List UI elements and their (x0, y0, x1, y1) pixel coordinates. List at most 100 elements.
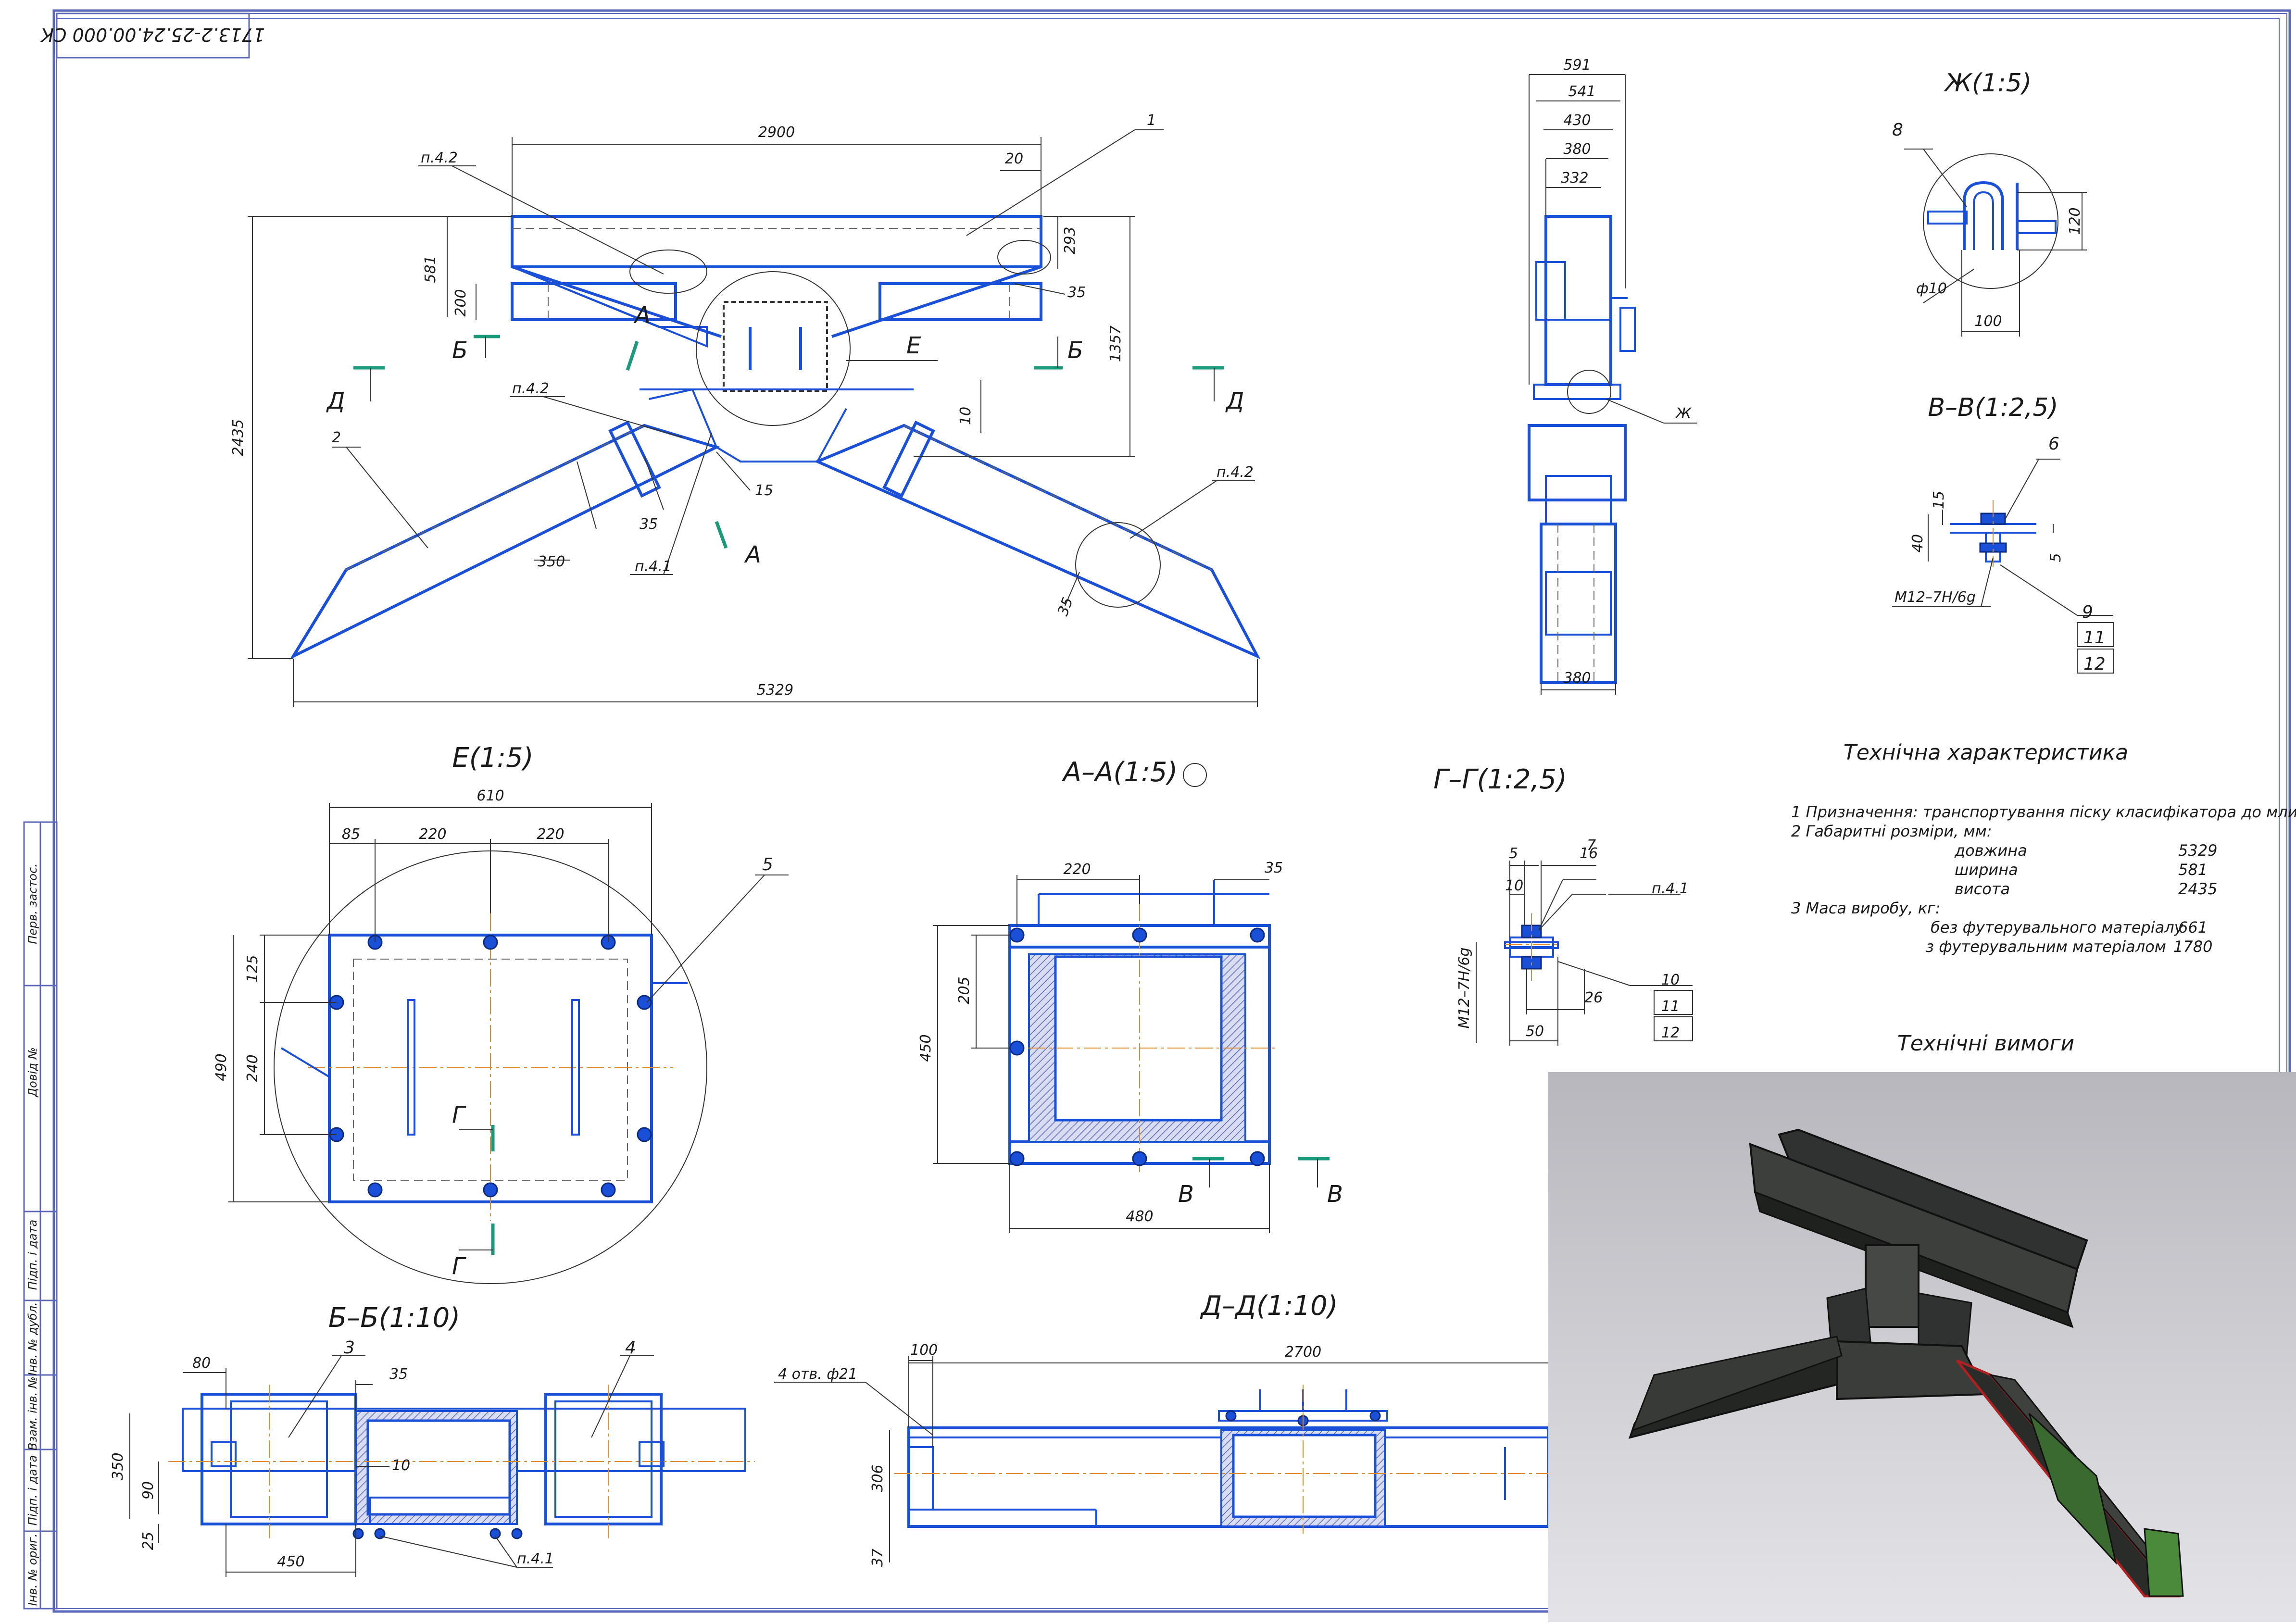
mark-G-top: Г (452, 1101, 466, 1128)
dim-5329: 5329 (757, 682, 793, 699)
dim-125: 125 (244, 955, 261, 982)
dim-240: 240 (244, 1054, 261, 1082)
note-holes: 4 отв. ф21 (778, 1366, 857, 1383)
view-gg-dims: 5 16 10 п.4.1 26 50 М12–7Н/6g 7 10 11 12 (1456, 837, 1693, 1046)
bolt-pattern-e (329, 935, 652, 1198)
dim-450: 450 (917, 1034, 934, 1062)
dim-10: 10 (957, 407, 974, 425)
dim-200: 200 (452, 289, 469, 316)
view-zh-dims: 120 ф10 100 (1916, 192, 2087, 337)
dim-25: 25 (140, 1532, 157, 1550)
dim-35e: 35 (389, 1366, 408, 1383)
tech-mass-value-1: 661 (2178, 918, 2208, 937)
dim-380b: 380 (1563, 670, 1591, 687)
dim-10c: 10 (392, 1457, 410, 1474)
note-p42-b: п.4.2 (512, 380, 549, 397)
sheet-frame (52, 9, 2291, 1613)
dim-35d: 35 (1265, 860, 1283, 876)
dim-541: 541 (1568, 83, 1595, 100)
side-label-3: Підп. і дата (26, 1220, 39, 1290)
mark-V-left: В (1178, 1181, 1194, 1208)
side-strip (23, 821, 58, 1610)
note-p42-a: п.4.2 (421, 150, 458, 166)
mark-E: Е (906, 332, 921, 359)
mark-B-left: Б (452, 337, 468, 364)
tech-mass-label-1: без футерувального матеріалу (1931, 918, 2184, 937)
dim-1357: 1357 (1107, 325, 1124, 362)
note-p42-c: п.4.2 (1217, 464, 1254, 481)
dim-480: 480 (1126, 1208, 1153, 1225)
mark-Zh: Ж (1675, 405, 1692, 422)
view-gg: Г–Г(1:2,5) (1433, 764, 1567, 981)
dim-350: 350 (538, 553, 565, 570)
dim-591: 591 (1563, 57, 1591, 74)
dim-f10: ф10 (1916, 280, 1947, 297)
dim-35b: 35 (640, 516, 658, 533)
rotation-icon (1183, 763, 1207, 787)
leader-9: 9 (2082, 602, 2093, 622)
mark-A-top: А (633, 302, 651, 329)
stamp-box (56, 12, 250, 59)
leader-6: 6 (2048, 434, 2059, 454)
main-view (289, 215, 1261, 660)
view-bb-title: Б–Б(1:10) (328, 1302, 460, 1334)
tech-dim-value-2: 581 (2178, 861, 2208, 879)
view-bb-dims: 80 35 350 90 10 25 450 (110, 1355, 410, 1577)
tech-dim-label-1: довжина (1954, 841, 2027, 860)
leader-8: 8 (1892, 120, 1903, 140)
render-3d-inset (1548, 1072, 2296, 1622)
dim-50: 50 (1526, 1023, 1544, 1040)
tech-dim-value-1: 5329 (2178, 841, 2217, 860)
leader-10: 10 (1661, 972, 1680, 988)
dim-430: 430 (1563, 112, 1591, 129)
dim-450b: 450 (277, 1553, 304, 1570)
leader-1: 1 (1147, 112, 1156, 129)
tech-line-2: 2 Габаритні розміри, мм: (1791, 822, 1992, 840)
dim-35c: 35 (1054, 595, 1077, 618)
dim-120: 120 (2067, 207, 2083, 235)
tech-dim-label-3: висота (1955, 880, 2010, 898)
dim-490: 490 (213, 1053, 230, 1081)
leader-12b: 12 (1661, 1024, 1680, 1041)
leader-7: 7 (1587, 837, 1596, 854)
note-p41-bb: п.4.1 (517, 1550, 554, 1567)
view-zh: Ж(1:5) 8 (1892, 69, 2058, 289)
leader-11: 11 (2083, 628, 2106, 648)
view-dd: Д–Д(1:10) 4 отв. ф21 (774, 1290, 1550, 1534)
leader-4: 4 (625, 1338, 636, 1358)
tech-line-3: 3 Маса виробу, кг: (1791, 899, 1941, 917)
main-view-notes: п.4.2 п.4.2 п.4.1 п.4.2 1 2 (332, 112, 1255, 575)
side-label-4: Інв. № дубл. (26, 1302, 39, 1375)
main-view-section-marks: А А Б Б Д Д Е (326, 302, 1244, 568)
dim-306: 306 (869, 1464, 886, 1492)
side-label-6: Підп. і дата (26, 1455, 39, 1526)
dim-90: 90 (140, 1481, 157, 1499)
dim-10b: 10 (1505, 877, 1523, 894)
mark-A-bottom: А (744, 541, 761, 568)
view-vv: В–В(1:2,5) 6 9 11 12 (1928, 393, 2114, 674)
dim-15: 15 (755, 482, 773, 499)
side-label-1: Перв. застос. (26, 863, 39, 944)
view-zh-title: Ж(1:5) (1944, 69, 2032, 98)
dim-20: 20 (1005, 150, 1023, 167)
dim-293: 293 (1062, 226, 1079, 254)
view-e-title: Е(1:5) (452, 742, 533, 774)
dim-2700: 2700 (1285, 1344, 1321, 1361)
tech-title: Технічна характеристика (1844, 740, 2128, 765)
leader-11b: 11 (1661, 998, 1680, 1015)
dim-80: 80 (192, 1355, 211, 1372)
leader-3: 3 (344, 1338, 355, 1358)
note-p41: п.4.1 (635, 558, 672, 575)
tech-characteristics: Технічна характеристика 1 Призначення: т… (1791, 740, 2296, 1056)
dim-5: 5 (2047, 553, 2064, 562)
view-e: Е(1:5) Г Г 5 (274, 742, 789, 1284)
view-e-dims: 610 85 220 220 125 490 240 (213, 787, 652, 1202)
side-view (1528, 215, 1636, 684)
thread-vv: М12–7Н/6g (1895, 589, 1976, 606)
dim-100: 100 (1974, 313, 2002, 330)
mark-V-right: В (1327, 1181, 1343, 1208)
view-gg-title: Г–Г(1:2,5) (1433, 764, 1567, 795)
leader-12: 12 (2083, 654, 2106, 674)
mark-D-left: Д (326, 387, 345, 414)
